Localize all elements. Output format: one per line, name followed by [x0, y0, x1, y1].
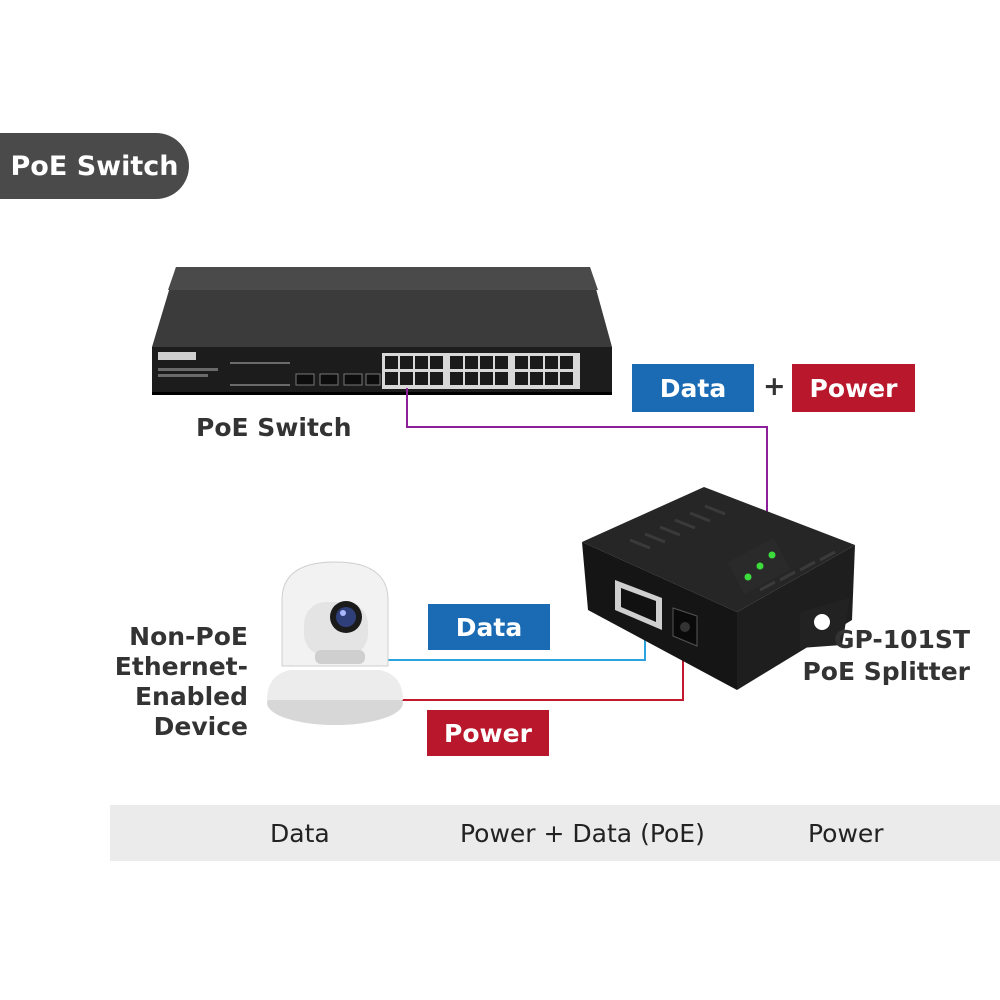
legend-item-data: Data — [270, 805, 330, 861]
legend-label-poe: Power + Data (PoE) — [460, 818, 705, 848]
splitter-caption: GP-101ST PoE Splitter — [780, 624, 970, 688]
poe-splitter-device — [582, 487, 855, 690]
legend-item-poe: Power + Data (PoE) — [460, 805, 705, 861]
splitter-rj45-port — [615, 580, 662, 630]
splitter-type: PoE Splitter — [802, 657, 970, 686]
device-caption-line1: Non-PoE — [129, 622, 248, 651]
poe-cable-line — [406, 388, 768, 515]
sfp-ports — [295, 373, 381, 386]
device-caption-line2: Ethernet-Enabled — [114, 652, 248, 711]
power-cable-line — [398, 648, 684, 701]
top-data-label: Data — [632, 364, 754, 412]
poe-switch-badge: PoE Switch — [0, 133, 189, 199]
bottom-power-label: Power — [427, 710, 549, 756]
splitter-dc-jack — [672, 607, 698, 647]
splitter-model: GP-101ST — [833, 625, 970, 654]
legend-label-power: Power — [808, 818, 884, 848]
switch-caption: PoE Switch — [196, 413, 352, 442]
splitter-status-leds — [727, 537, 791, 595]
poe-switch-device — [152, 267, 612, 395]
legend-label-data: Data — [270, 818, 330, 848]
bottom-data-label: Data — [428, 604, 550, 650]
switch-brand-logo — [158, 352, 196, 360]
plus-sign: + — [763, 371, 786, 402]
device-caption: Non-PoE Ethernet-Enabled Device — [20, 622, 248, 742]
top-power-label: Power — [792, 364, 915, 412]
device-caption-line3: Device — [153, 712, 248, 741]
legend: Data Power + Data (PoE) Power — [110, 805, 1000, 861]
ip-camera-device — [267, 561, 403, 725]
legend-item-power: Power — [808, 805, 884, 861]
ethernet-ports — [382, 353, 580, 389]
